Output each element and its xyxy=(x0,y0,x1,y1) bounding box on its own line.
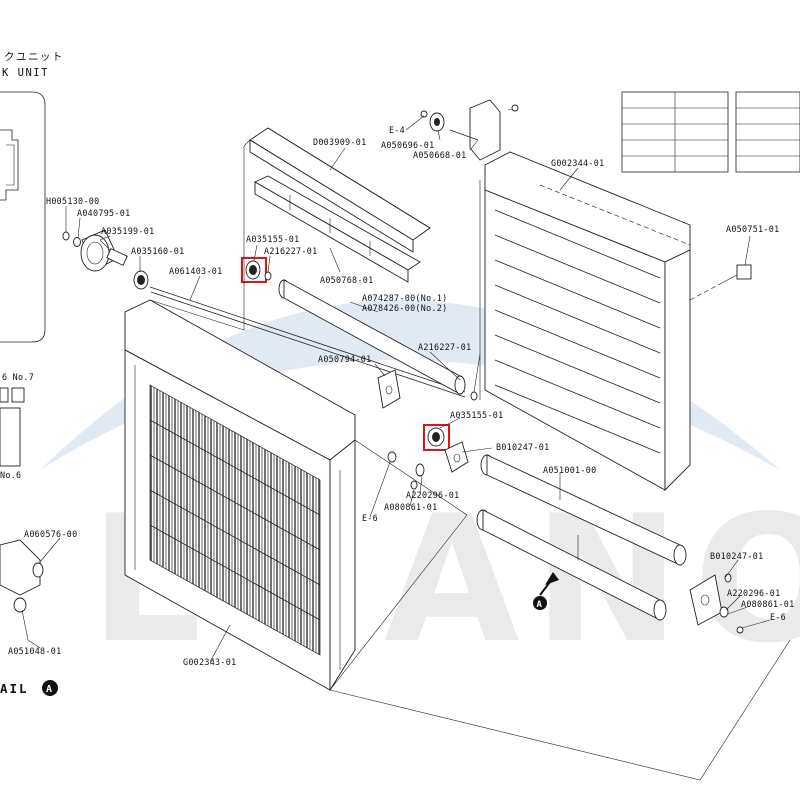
label-no6: No.6 xyxy=(0,470,21,480)
detail-marker-text: A xyxy=(46,684,52,695)
unit-title-jp: クユニット xyxy=(4,51,64,63)
label-a080861-right: A080861-01 xyxy=(741,599,794,609)
bracket-b010247-mid xyxy=(387,441,469,490)
parts-table xyxy=(621,91,800,173)
label-a035155-mid: A035155-01 xyxy=(450,410,503,420)
label-b010247-right: B010247-01 xyxy=(710,551,763,561)
shaft-a061403 xyxy=(149,286,466,393)
label-no7: 6 No.7 xyxy=(2,372,34,382)
small-part-no6 xyxy=(0,407,21,467)
label-a035199: A035199-01 xyxy=(101,226,154,236)
part-labels: E-4 A050696-01 A050668-01 D003909-01 G00… xyxy=(8,125,794,667)
label-e6-right: E-6 xyxy=(770,612,786,622)
small-part-no7-a xyxy=(0,387,9,403)
detail-label: AIL xyxy=(0,681,29,696)
label-a060576: A060576-00 xyxy=(24,529,77,539)
gear-a035155-mid xyxy=(427,427,445,447)
bracket-top xyxy=(420,99,519,161)
label-a035160: A035160-01 xyxy=(131,246,184,256)
gear-a035155-top xyxy=(245,260,261,280)
label-g002344: G002344-01 xyxy=(551,158,604,168)
connector-a050751 xyxy=(689,264,752,301)
label-a035155-top: A035155-01 xyxy=(246,234,299,244)
unit-title-en: K UNIT xyxy=(2,67,49,79)
shaft-gear-assembly xyxy=(62,229,466,398)
label-a050751: A050751-01 xyxy=(726,224,779,234)
roller-group-a051001 xyxy=(476,454,687,621)
label-a216227-mid: A216227-01 xyxy=(418,342,471,352)
detail-inset-frame xyxy=(0,91,46,343)
frame-g002344 xyxy=(479,151,691,492)
label-a216227-top: A216227-01 xyxy=(264,246,317,256)
highlight-box-mid xyxy=(423,424,450,451)
label-e6-mid: E-6 xyxy=(362,513,378,523)
label-a040795: A040795-01 xyxy=(77,208,130,218)
view-arrow-a: A xyxy=(533,572,559,610)
bracket-b010247-right xyxy=(689,573,744,634)
label-a078426: A078426-00(No.2) xyxy=(362,303,447,313)
label-a220296-mid: A220296-01 xyxy=(406,490,459,500)
motor-a060576 xyxy=(0,539,44,641)
label-a074287: A074287-00(No.1) xyxy=(362,293,447,303)
label-a050794: A050794-01 xyxy=(318,354,371,364)
label-e4: E-4 xyxy=(389,125,405,135)
fin-assembly-d003909 xyxy=(249,127,431,253)
marker-a-label: A xyxy=(537,600,543,610)
label-a061403: A061403-01 xyxy=(169,266,222,276)
label-a050768: A050768-01 xyxy=(320,275,373,285)
leader-lines xyxy=(27,115,771,663)
channel-a050768 xyxy=(254,175,421,283)
label-a051001: A051001-00 xyxy=(543,465,596,475)
gear-a035199 xyxy=(80,234,110,272)
label-a050668: A050668-01 xyxy=(413,150,466,160)
inset-bracket-part xyxy=(0,129,19,201)
highlight-box-top xyxy=(241,257,267,283)
label-a050696: A050696-01 xyxy=(381,140,434,150)
frame-guide-left xyxy=(149,146,245,331)
frame-g002343 xyxy=(124,299,356,692)
label-a080861-mid: A080861-01 xyxy=(384,502,437,512)
roller-a074287 xyxy=(264,271,478,401)
label-h005130: H005130-00 xyxy=(46,196,99,206)
label-b010247-mid: B010247-01 xyxy=(496,442,549,452)
label-d003909: D003909-01 xyxy=(313,137,366,147)
detail-marker-circle xyxy=(42,680,58,696)
detail-outline xyxy=(329,514,791,781)
clip-a050794 xyxy=(377,369,401,409)
small-part-no7-b xyxy=(11,387,25,403)
label-a220296-right: A220296-01 xyxy=(727,588,780,598)
label-a051048: A051048-01 xyxy=(8,646,61,656)
label-g002343: G002343-01 xyxy=(183,657,236,667)
